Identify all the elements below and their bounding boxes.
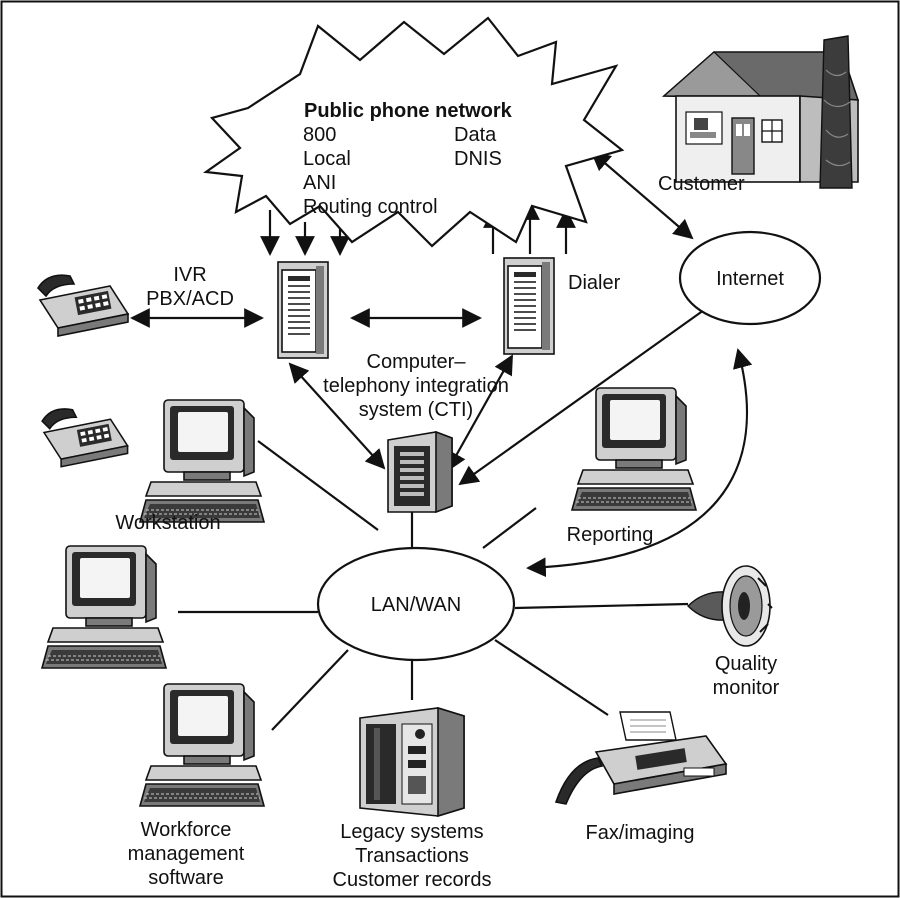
house-icon bbox=[661, 35, 860, 189]
legacy-label-line3: Customer records bbox=[333, 869, 492, 891]
legacy-label-line1: Legacy systems bbox=[340, 821, 483, 843]
reporting-computer-icon bbox=[571, 387, 697, 511]
dialer-server-tower-icon bbox=[503, 257, 555, 355]
cti-server-icon bbox=[387, 430, 453, 514]
pbx-server-tower-icon bbox=[277, 261, 329, 359]
workforce-label-line1: Workforce bbox=[141, 819, 232, 841]
telephone-icon bbox=[37, 274, 129, 337]
workforce-label-line3: software bbox=[148, 867, 224, 889]
cloud-shape bbox=[202, 16, 625, 248]
cloud-item-data: Data bbox=[454, 124, 497, 146]
cti-label-line1: Computer– bbox=[367, 351, 467, 373]
cti-label-line3: system (CTI) bbox=[359, 399, 473, 421]
public-phone-network-cloud: Public phone network 800 Local ANI Routi… bbox=[202, 16, 625, 248]
computer-workstation-icon bbox=[41, 545, 167, 669]
workforce-computer-icon bbox=[139, 683, 265, 807]
speaker-monitor-icon bbox=[687, 565, 773, 647]
cti-label-line2: telephony integration bbox=[323, 375, 509, 397]
fax-imaging-label: Fax/imaging bbox=[586, 822, 695, 844]
internet-label: Internet bbox=[716, 268, 784, 290]
cloud-item-800: 800 bbox=[303, 124, 336, 146]
ivr-label: IVR bbox=[173, 264, 206, 286]
workstation-telephone-icon bbox=[41, 408, 129, 468]
cloud-item-ani: ANI bbox=[303, 172, 336, 194]
reporting-label: Reporting bbox=[567, 524, 654, 546]
cloud-item-routing: Routing control bbox=[303, 196, 438, 218]
cloud-item-local: Local bbox=[303, 148, 351, 170]
dialer-label: Dialer bbox=[568, 272, 621, 294]
lan-wan-label: LAN/WAN bbox=[371, 594, 461, 616]
quality-monitor-label-line2: monitor bbox=[713, 677, 780, 699]
quality-monitor-label-line1: Quality bbox=[715, 653, 777, 675]
customer-label: Customer bbox=[658, 173, 745, 195]
workstation-label: Workstation bbox=[115, 512, 220, 534]
workforce-label-line2: management bbox=[128, 843, 245, 865]
workstation-computer-icon bbox=[139, 399, 265, 523]
pbx-acd-label: PBX/ACD bbox=[146, 288, 234, 310]
internet-node bbox=[678, 230, 822, 326]
connections bbox=[130, 150, 753, 731]
fax-machine-icon bbox=[554, 711, 728, 805]
lan-wan-node bbox=[316, 546, 516, 662]
legacy-label-line2: Transactions bbox=[355, 845, 469, 867]
mainframe-icon bbox=[359, 706, 465, 818]
cloud-item-dnis: DNIS bbox=[454, 148, 502, 170]
cloud-title: Public phone network bbox=[304, 100, 513, 122]
